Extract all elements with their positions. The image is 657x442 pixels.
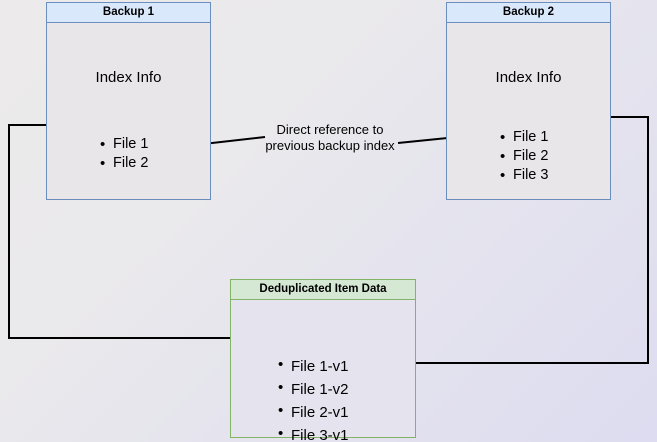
backup-2-file-list: File 1 File 2 File 3 [499,128,549,185]
list-item: File 2 [500,147,549,166]
deduplicated-file-list: File 1-v1 File 1-v2 File 2-v1 File 3-v1 [277,355,348,442]
backup-2-index-info-label: Index Info [495,69,562,86]
list-item: File 1 [500,128,549,147]
list-item: File 3-v1 [278,424,348,442]
node-deduplicated-item-data[interactable]: Deduplicated Item Data File 1-v1 File 1-… [230,279,416,442]
node-backup-1-header: Backup 1 [47,3,210,23]
node-backup-1[interactable]: Backup 1 Index Info File 1 File 2 [46,2,211,200]
node-backup-1-body: Index Info File 1 File 2 [47,23,210,199]
list-item: File 1-v2 [278,378,348,401]
node-deduplicated-item-data-body: File 1-v1 File 1-v2 File 2-v1 File 3-v1 [231,300,415,442]
backup-1-index-info-label: Index Info [95,69,162,86]
backup-1-file-list: File 1 File 2 [99,135,149,173]
edge-label-direct-reference: Direct reference to previous backup inde… [265,122,395,153]
node-backup-2-header: Backup 2 [447,3,610,23]
list-item: File 3 [500,166,549,185]
node-backup-2[interactable]: Backup 2 Index Info File 1 File 2 File 3 [446,2,611,200]
list-item: File 1-v1 [278,355,348,378]
node-deduplicated-item-data-header: Deduplicated Item Data [231,280,415,300]
list-item: File 1 [100,135,149,154]
node-backup-2-body: Index Info File 1 File 2 File 3 [447,23,610,199]
list-item: File 2-v1 [278,401,348,424]
list-item: File 2 [100,154,149,173]
